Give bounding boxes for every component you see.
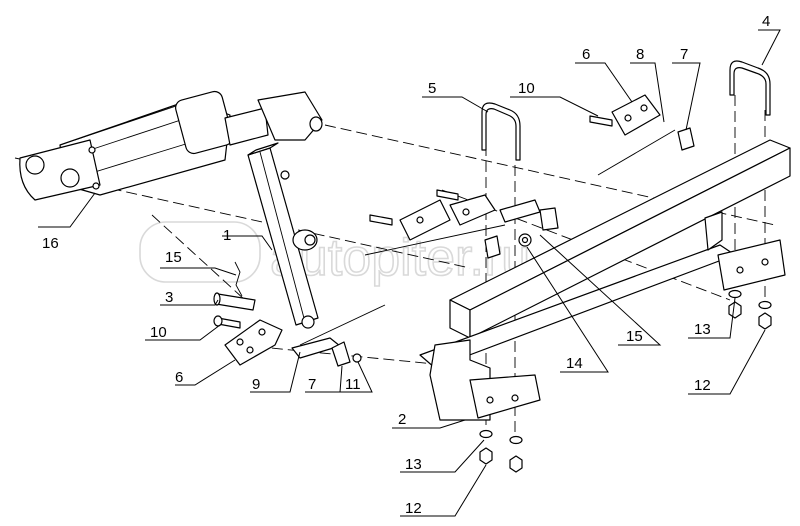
callout-7-right: 7	[680, 46, 688, 63]
callout-3: 3	[165, 289, 173, 306]
callout-5: 5	[428, 80, 436, 97]
middle-plates	[364, 189, 559, 259]
callout-16: 16	[42, 235, 59, 252]
callout-11: 11	[345, 376, 361, 393]
nuts-12-right	[728, 301, 772, 330]
bolt-10-right	[589, 115, 613, 127]
hydraulic-cylinder-16	[19, 90, 323, 201]
callout-9: 9	[252, 376, 260, 393]
plate-6-right	[611, 94, 661, 136]
nuts-12-left	[479, 447, 523, 473]
bracket-2	[429, 339, 541, 421]
plate-7-right	[677, 127, 695, 151]
callout-15-right: 15	[626, 328, 643, 345]
rod-8	[597, 129, 676, 176]
callout-numbers: 16 1 15 3 10 6 9 7 11 2 13 12 5 10 6 8 7…	[42, 13, 770, 517]
callout-4: 4	[762, 13, 770, 30]
callout-10-left: 10	[150, 324, 167, 341]
callout-14: 14	[566, 355, 583, 372]
callout-8: 8	[636, 46, 644, 63]
callout-7-left: 7	[308, 376, 316, 393]
plate-7-left	[331, 341, 351, 367]
callout-6-left: 6	[175, 369, 183, 386]
bracket-right	[704, 211, 786, 291]
callout-2: 2	[398, 411, 406, 428]
nut-11	[352, 353, 362, 363]
spring-clip-15-left	[234, 261, 243, 297]
washers-13-left	[479, 429, 523, 445]
callout-13-right: 13	[694, 321, 711, 338]
mast-1	[247, 142, 319, 329]
pin-3	[213, 292, 256, 311]
callout-13-left: 13	[405, 456, 422, 473]
callout-10-right: 10	[518, 80, 535, 97]
callout-1: 1	[223, 227, 231, 244]
callout-15-left: 15	[165, 249, 182, 266]
u-bolt-4	[729, 60, 771, 116]
callout-6-right: 6	[582, 46, 590, 63]
callout-leaders	[38, 29, 781, 517]
callout-12-right: 12	[694, 377, 711, 394]
washers-13-right	[728, 289, 772, 310]
plate-6-left	[224, 319, 283, 366]
callout-12-left: 12	[405, 500, 422, 517]
u-bolt-5	[481, 102, 521, 161]
